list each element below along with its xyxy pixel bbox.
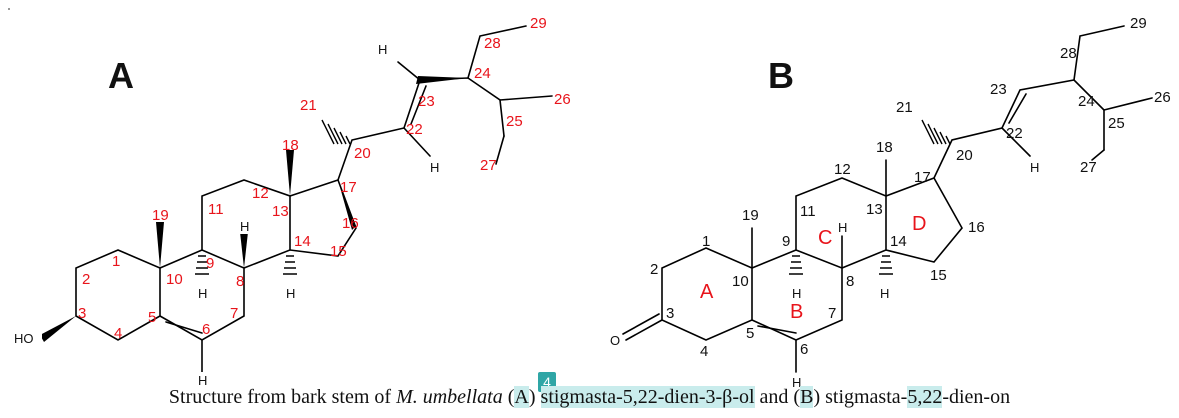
a-num-23: 23 [418, 93, 435, 110]
b-num-6: 6 [800, 341, 808, 358]
b-num-14: 14 [890, 233, 907, 250]
hydroxyl-label: HO [14, 331, 34, 346]
b-h22-label: H [1030, 160, 1039, 175]
a-num-5: 5 [148, 309, 156, 326]
b-num-1: 1 [702, 233, 710, 250]
structure-b: B [608, 15, 1171, 390]
carbonyl-oxygen-label: O [610, 333, 620, 348]
b-num-7: 7 [828, 305, 836, 322]
corner-mark [8, 8, 10, 10]
h23-label: H [378, 42, 387, 57]
b-num-4: 4 [700, 343, 708, 360]
b-num-5: 5 [746, 325, 754, 342]
a-num-27: 27 [480, 157, 497, 174]
b-h8-label: H [838, 220, 847, 235]
caption-compound-a[interactable]: stigmasta-5,22-dien-3-β-ol [540, 386, 755, 408]
a-num-28: 28 [484, 35, 501, 52]
b-num-18: 18 [876, 139, 893, 156]
a-num-17: 17 [340, 179, 357, 196]
structure-a: A [12, 15, 571, 388]
a-num-25: 25 [506, 113, 523, 130]
b-num-19: 19 [742, 207, 759, 224]
h14-label: H [286, 286, 295, 301]
a-num-8: 8 [236, 273, 244, 290]
b-num-25: 25 [1108, 115, 1125, 132]
ring-label-a: A [700, 281, 714, 303]
caption-a-letter: A [514, 386, 529, 408]
b-num-11: 11 [800, 203, 816, 220]
b-num-27: 27 [1080, 159, 1097, 176]
b-num-2: 2 [650, 261, 658, 278]
a-num-14: 14 [294, 233, 311, 250]
b-num-21: 21 [896, 99, 913, 116]
a-num-16: 16 [342, 215, 359, 232]
a-num-13: 13 [272, 203, 289, 220]
a-num-19: 19 [152, 207, 169, 224]
a-num-18: 18 [282, 137, 299, 154]
a-num-9: 9 [206, 255, 214, 272]
h6-label: H [198, 373, 207, 388]
ring-label-c: C [818, 227, 832, 249]
caption-b-close: ) stigmasta- [813, 386, 908, 408]
ring-label-b: B [790, 301, 803, 323]
b-h14-label: H [880, 286, 889, 301]
caption-a-close: ) [528, 386, 541, 408]
a-num-7: 7 [230, 305, 238, 322]
b-num-17: 17 [914, 169, 931, 186]
caption-compound-b-rest: -dien-on [942, 386, 1011, 408]
a-num-26: 26 [554, 91, 571, 108]
b-num-22: 22 [1006, 125, 1023, 142]
figure-caption: Structure from bark stem of M. umbellata… [0, 386, 1179, 409]
caption-a-open: ( [502, 386, 515, 408]
b-num-29: 29 [1130, 15, 1147, 32]
h9-label: H [198, 286, 207, 301]
a-num-29: 29 [530, 15, 547, 32]
b-num-28: 28 [1060, 45, 1077, 62]
b-h6-label: H [792, 375, 801, 390]
h22-label: H [430, 160, 439, 175]
caption-pre: Structure from bark stem of [168, 386, 397, 408]
a-num-24: 24 [474, 65, 491, 82]
b-num-3: 3 [666, 305, 674, 322]
a-num-22: 22 [406, 121, 423, 138]
a-num-21: 21 [300, 97, 317, 114]
ring-label-d: D [912, 213, 926, 235]
b-num-23: 23 [990, 81, 1007, 98]
b-num-9: 9 [782, 233, 790, 250]
a-num-20: 20 [354, 145, 371, 162]
a-num-1: 1 [112, 253, 120, 270]
b-num-26: 26 [1154, 89, 1171, 106]
caption-b-letter: B [800, 386, 814, 408]
a-num-11: 11 [208, 201, 224, 218]
b-num-12: 12 [834, 161, 851, 178]
b-num-15: 15 [930, 267, 947, 284]
b-num-24: 24 [1078, 93, 1095, 110]
panel-label-b: B [768, 55, 794, 96]
a-num-6: 6 [202, 321, 210, 338]
a-num-10: 10 [166, 271, 183, 288]
panel-label-a: A [108, 55, 134, 96]
b-num-8: 8 [846, 273, 854, 290]
b-num-13: 13 [866, 201, 883, 218]
a-num-12: 12 [252, 185, 269, 202]
caption-species: M. umbellata [396, 386, 503, 408]
caption-and: and ( [754, 386, 801, 408]
h8-label: H [240, 219, 249, 234]
b-num-16: 16 [968, 219, 985, 236]
a-num-2: 2 [82, 271, 90, 288]
b-num-10: 10 [732, 273, 749, 290]
b-num-20: 20 [956, 147, 973, 164]
a-num-3: 3 [78, 305, 86, 322]
a-num-4: 4 [114, 325, 122, 342]
b-h9-label: H [792, 286, 801, 301]
caption-compound-b-highlight[interactable]: 5,22 [907, 386, 943, 408]
a-num-15: 15 [330, 243, 347, 260]
